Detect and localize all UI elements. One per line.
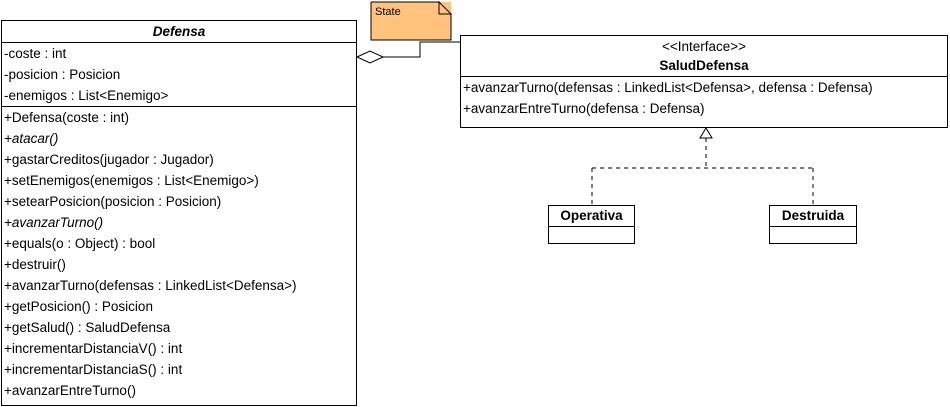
- attribute-enemigos: -enemigos : List<Enemigo>: [4, 88, 169, 103]
- operation-get-salud: +getSalud() : SaludDefensa: [4, 320, 171, 335]
- class-defensa[interactable]: Defensa -coste : int -posicion : Posicio…: [1, 20, 357, 406]
- operation-get-posicion: +getPosicion() : Posicion: [4, 299, 153, 314]
- interface-salud-defensa[interactable]: <<Interface>> SaludDefensa +avanzarTurno…: [460, 35, 948, 128]
- class-defensa-operations: +Defensa(coste : int) +atacar() +gastarC…: [2, 107, 356, 401]
- operation-set-enemigos: +setEnemigos(enemigos : List<Enemigo>): [4, 173, 259, 188]
- operation-equals: +equals(o : Object) : bool: [4, 236, 156, 251]
- operation-incrementar-distancia-s: +incrementarDistanciaS() : int: [4, 362, 183, 377]
- class-defensa-attributes: -coste : int -posicion : Posicion -enemi…: [2, 43, 356, 107]
- class-defensa-name: Defensa: [2, 21, 356, 43]
- interface-salud-defensa-name: SaludDefensa: [659, 58, 749, 73]
- operation-setear-posicion: +setearPosicion(posicion : Posicion): [4, 194, 222, 209]
- interface-salud-defensa-header: <<Interface>> SaludDefensa: [461, 36, 947, 77]
- class-destruida-name: Destruida: [770, 206, 856, 227]
- operation-defensa-constructor: +Defensa(coste : int): [4, 110, 129, 125]
- class-operativa[interactable]: Operativa: [548, 205, 635, 244]
- state-note[interactable]: State: [371, 2, 451, 40]
- interface-salud-defensa-operations: +avanzarTurno(defensas : LinkedList<Defe…: [461, 77, 947, 119]
- interface-operation-avanzar-turno: +avanzarTurno(defensas : LinkedList<Defe…: [463, 80, 873, 95]
- attribute-posicion: -posicion : Posicion: [4, 67, 121, 82]
- interface-operation-avanzar-entre-turno: +avanzarEntreTurno(defensa : Defensa): [463, 101, 705, 116]
- realization-connector[interactable]: [591, 127, 814, 205]
- aggregation-line: [383, 41, 460, 58]
- aggregation-diamond: [355, 50, 385, 64]
- operation-avanzar-turno-abstract: +avanzarTurno(): [4, 215, 104, 230]
- operation-atacar: +atacar(): [4, 131, 59, 146]
- operation-destruir: +destruir(): [4, 257, 66, 272]
- class-operativa-name: Operativa: [549, 206, 634, 227]
- operation-incrementar-distancia-v: +incrementarDistanciaV() : int: [4, 341, 183, 356]
- state-note-label: State: [375, 6, 401, 18]
- attribute-coste: -coste : int: [4, 46, 67, 61]
- realization-triangle: [699, 127, 713, 139]
- operation-avanzar-turno-defensas: +avanzarTurno(defensas : LinkedList<Defe…: [4, 278, 297, 293]
- operation-avanzar-entre-turno: +avanzarEntreTurno(): [4, 383, 136, 398]
- aggregation-connector[interactable]: [355, 41, 460, 64]
- operation-gastar-creditos: +gastarCreditos(jugador : Jugador): [4, 152, 214, 167]
- interface-stereotype: <<Interface>>: [661, 39, 747, 54]
- class-destruida[interactable]: Destruida: [769, 205, 857, 244]
